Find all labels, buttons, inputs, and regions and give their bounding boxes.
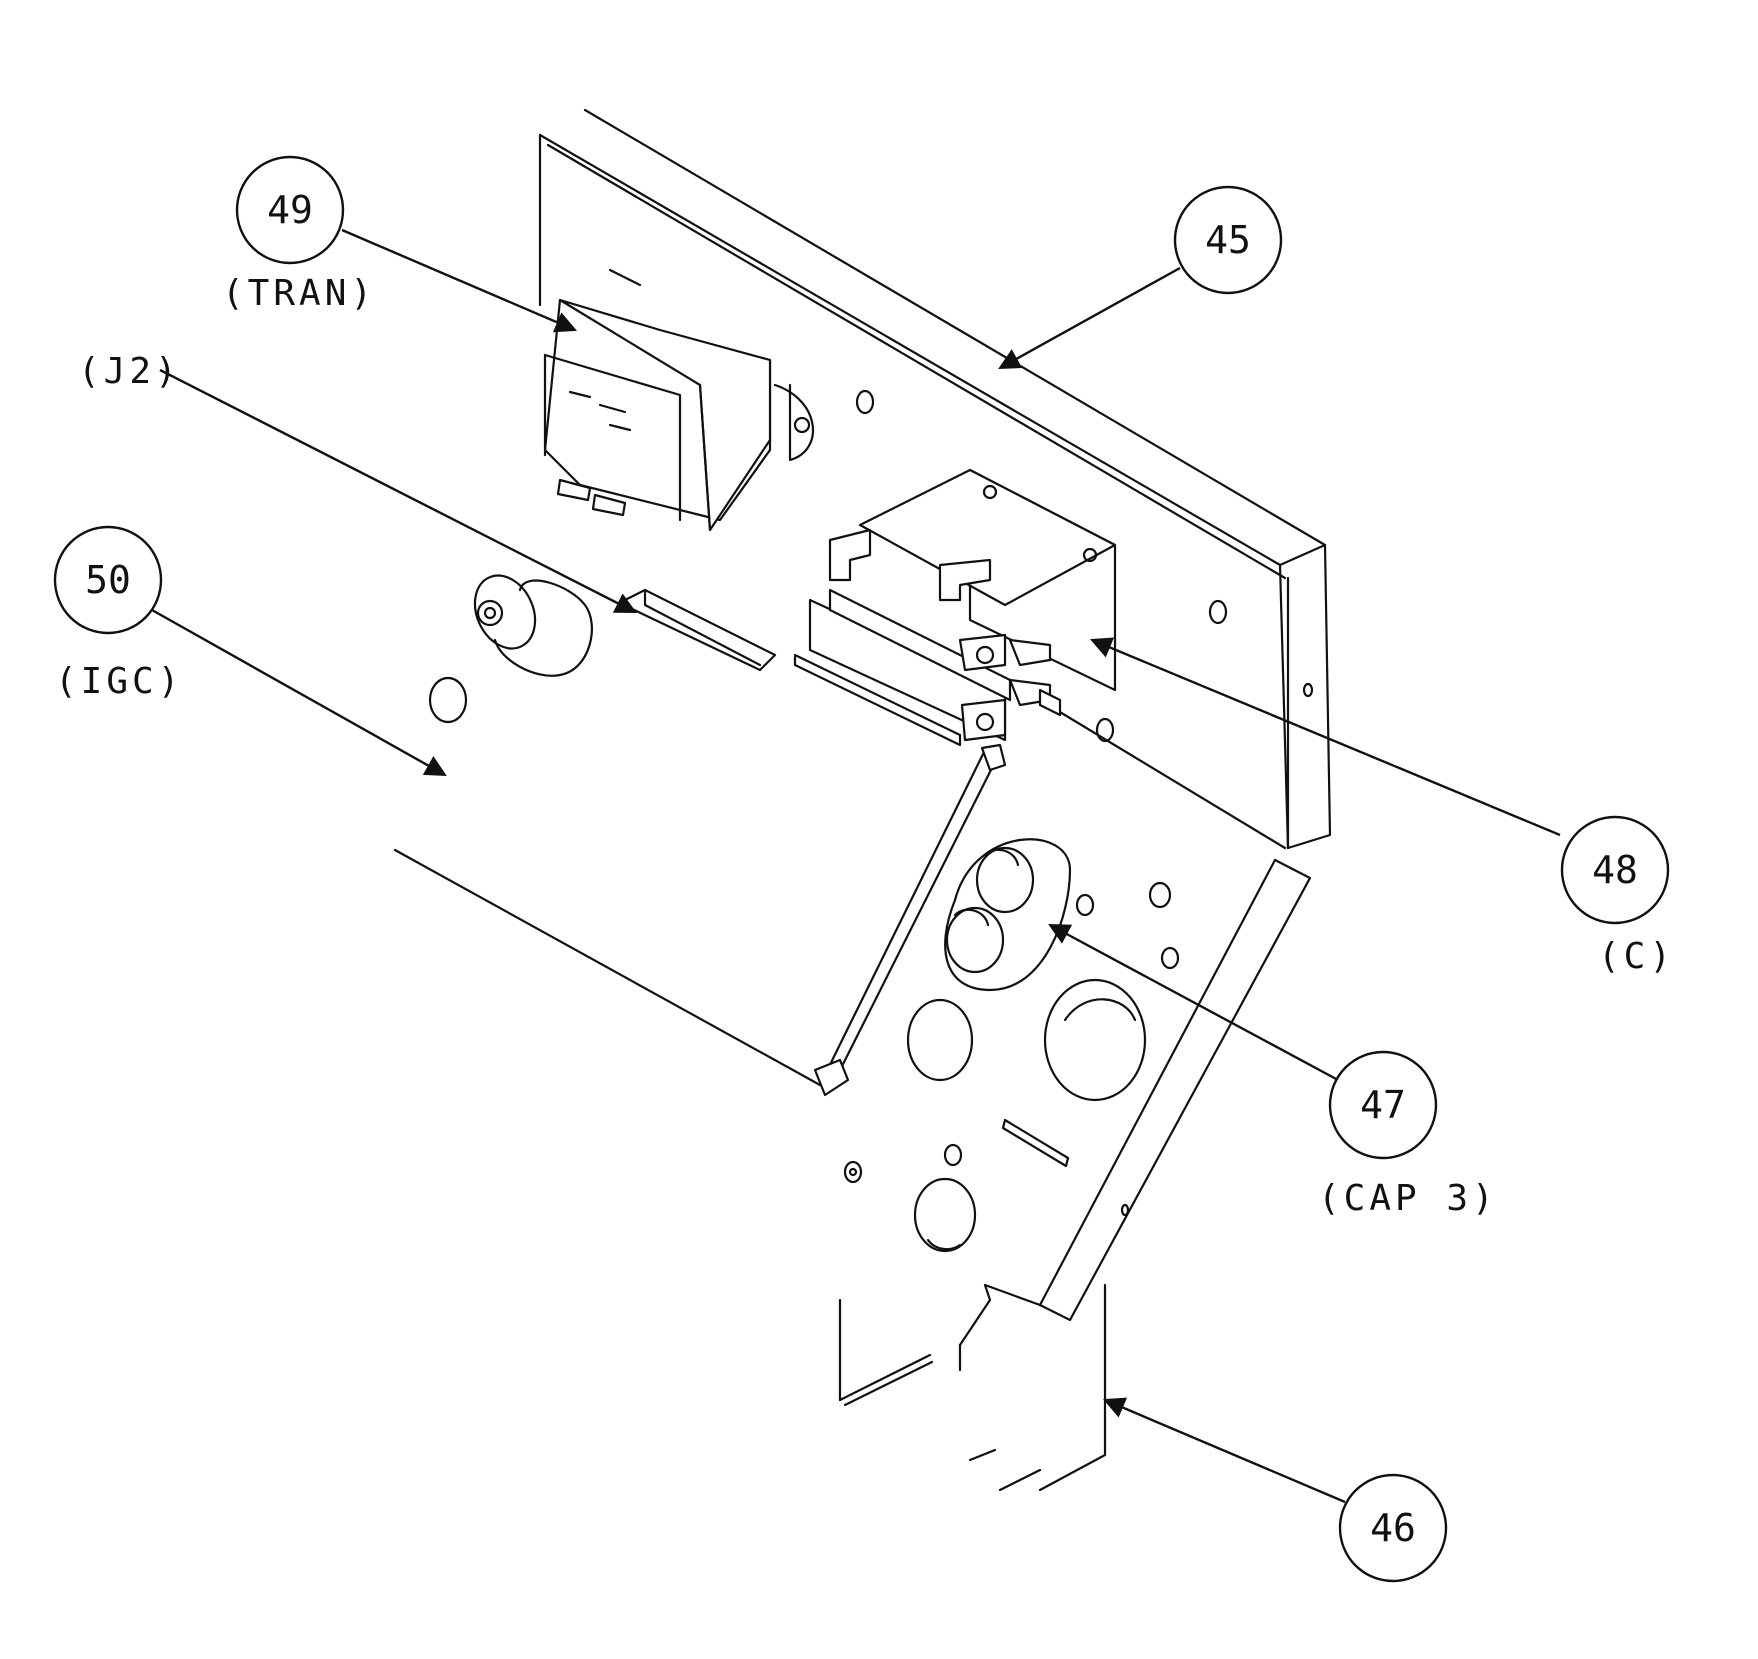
callout-47-number: 47 <box>1360 1083 1406 1127</box>
mounting-bracket <box>838 838 1312 1492</box>
leader-45 <box>998 266 1181 370</box>
callout-45: 45 <box>1173 185 1283 295</box>
transformer <box>543 268 815 532</box>
callout-48: 48 (C) <box>1560 815 1675 977</box>
callout-48-tag: (C) <box>1598 936 1675 977</box>
callout-j2-tag: (J2) <box>78 351 181 392</box>
callout-45-number: 45 <box>1205 218 1251 262</box>
callout-46: 46 <box>1338 1473 1448 1583</box>
callout-50-number: 50 <box>85 558 131 602</box>
callout-46-number: 46 <box>1370 1506 1416 1550</box>
callout-49-tag: (TRAN) <box>222 273 376 314</box>
callout-49: 49 (TRAN) <box>222 155 376 314</box>
leader-j2 <box>159 368 637 614</box>
leader-46 <box>1103 1397 1346 1504</box>
callout-49-number: 49 <box>267 188 313 232</box>
callout-48-number: 48 <box>1592 848 1638 892</box>
leader-50 <box>151 608 447 777</box>
leader-lines <box>151 228 1561 1504</box>
callout-50-tag: (IGC) <box>55 661 183 702</box>
contactor <box>793 468 1117 747</box>
callout-47-tag: (CAP 3) <box>1318 1178 1498 1219</box>
igc-board <box>393 574 1007 1097</box>
j2-connector <box>623 588 777 672</box>
callout-47: 47 (CAP 3) <box>1318 1050 1498 1219</box>
control-panel-plate <box>538 108 1332 850</box>
leader-48 <box>1090 637 1561 837</box>
leader-47 <box>1048 923 1339 1082</box>
callout-50: 50 (IGC) <box>53 525 183 702</box>
leader-49 <box>341 228 577 333</box>
callout-j2: (J2) <box>78 351 181 392</box>
